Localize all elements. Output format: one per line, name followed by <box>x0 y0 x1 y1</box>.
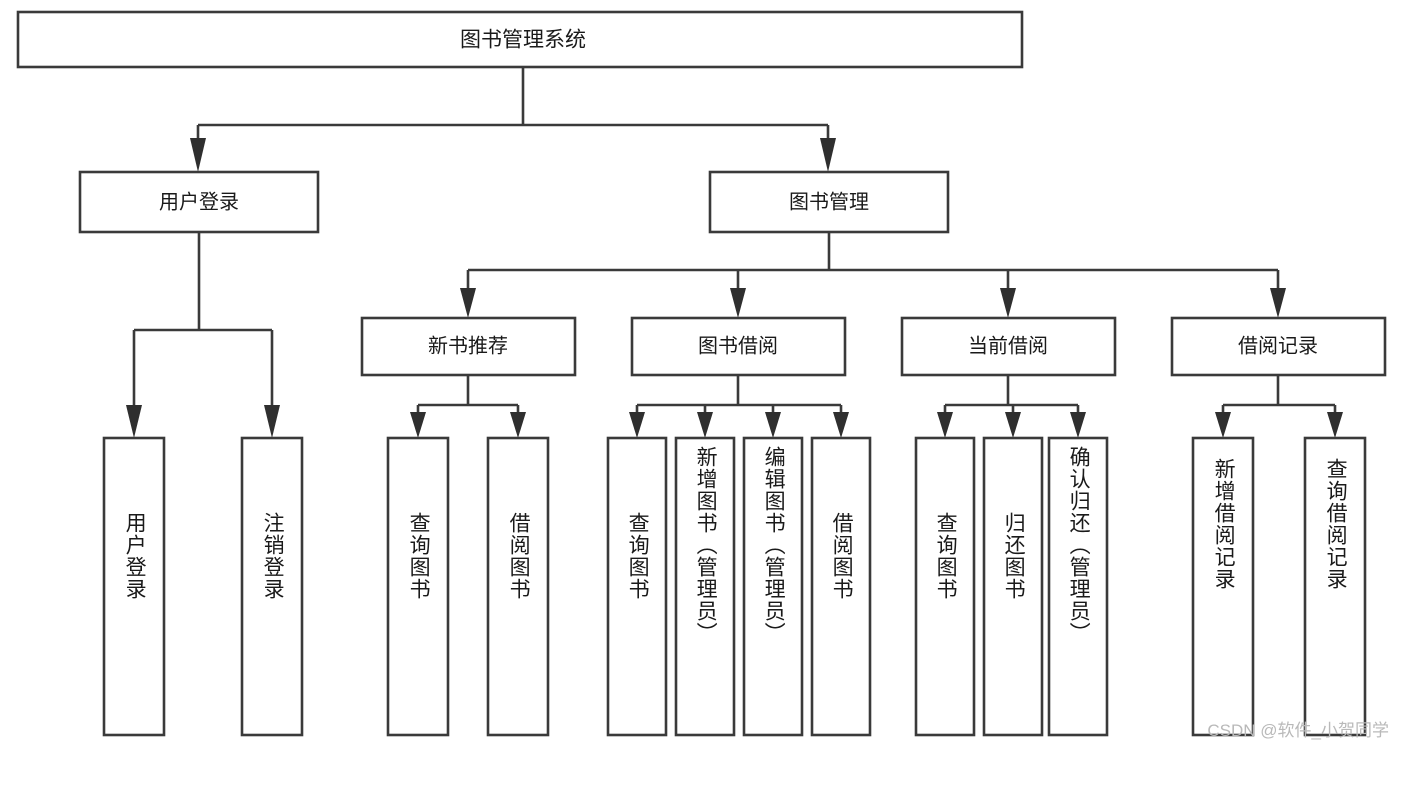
node-book-management[interactable]: 图书管理 <box>708 170 950 234</box>
diagram-canvas: 图书管理系统 用户登录 图书管理 新书推荐 图书借阅 当前借阅 借阅记录 <box>16 10 1389 740</box>
leaf-box-logout[interactable] <box>240 436 304 737</box>
node-user-login[interactable]: 用户登录 <box>78 170 320 234</box>
node-box <box>360 316 577 377</box>
leaf-box-return-book[interactable] <box>982 436 1044 737</box>
node-label: 当前借阅 <box>968 334 1048 357</box>
arrow-down-icon <box>1327 412 1343 438</box>
leaf-box-add-record[interactable] <box>1191 436 1255 737</box>
node-box <box>630 316 847 377</box>
connector-bookmgmt-to-level2 <box>460 232 1286 318</box>
node-label: 借阅记录 <box>1238 334 1318 357</box>
node-borrow-record[interactable]: 借阅记录 <box>1170 316 1387 377</box>
node-new-book-recommend[interactable]: 新书推荐 <box>360 316 577 377</box>
leaf-box-confirm-return-admin[interactable] <box>1047 436 1109 737</box>
watermark-text: CSDN @软件_小贺同学 <box>1207 721 1389 740</box>
node-book-borrow[interactable]: 图书借阅 <box>630 316 847 377</box>
leaf-box-query-book-bb[interactable] <box>606 436 668 737</box>
leaf-box-user-login[interactable] <box>102 436 166 737</box>
connector-newbook-to-leaves <box>410 375 526 438</box>
node-box <box>78 170 320 234</box>
arrow-down-icon <box>1000 288 1016 318</box>
leaf-box-query-book-nb[interactable] <box>386 436 450 737</box>
arrow-down-icon <box>126 405 142 438</box>
arrow-down-icon <box>730 288 746 318</box>
node-label: 图书管理 <box>789 190 869 213</box>
arrow-down-icon <box>264 405 280 438</box>
leaf-box-add-book-admin[interactable] <box>674 436 736 737</box>
node-root-system[interactable]: 图书管理系统 <box>16 10 1024 69</box>
node-box <box>900 316 1117 377</box>
leaf-box-borrow-book-nb[interactable] <box>486 436 550 737</box>
arrow-down-icon <box>697 412 713 438</box>
node-label: 图书借阅 <box>698 334 778 357</box>
node-label: 用户登录 <box>159 190 239 213</box>
arrow-down-icon <box>1005 412 1021 438</box>
node-box <box>1170 316 1387 377</box>
connector-userlogin-to-leaves <box>126 232 280 438</box>
node-box <box>16 10 1024 69</box>
flowchart-svg: 图书管理系统 用户登录 图书管理 新书推荐 图书借阅 当前借阅 借阅记录 <box>16 10 1387 737</box>
connector-current-to-leaves <box>937 375 1086 438</box>
leaf-box-query-record[interactable] <box>1303 436 1367 737</box>
node-box <box>708 170 950 234</box>
leaf-box-query-book-cb[interactable] <box>914 436 976 737</box>
arrow-down-icon <box>629 412 645 438</box>
node-label: 新书推荐 <box>428 334 508 357</box>
arrow-down-icon <box>937 412 953 438</box>
arrow-down-icon <box>510 412 526 438</box>
arrow-down-icon <box>1270 288 1286 318</box>
node-current-borrow[interactable]: 当前借阅 <box>900 316 1117 377</box>
arrow-down-icon <box>190 138 206 172</box>
connector-root-to-level1 <box>190 67 836 172</box>
leaf-box-edit-book-admin[interactable] <box>742 436 804 737</box>
arrow-down-icon <box>765 412 781 438</box>
arrow-down-icon <box>410 412 426 438</box>
connector-record-to-leaves <box>1215 375 1343 438</box>
leaf-box-borrow-book-bb[interactable] <box>810 436 872 737</box>
arrow-down-icon <box>820 138 836 172</box>
arrow-down-icon <box>1070 412 1086 438</box>
arrow-down-icon <box>1215 412 1231 438</box>
arrow-down-icon <box>833 412 849 438</box>
arrow-down-icon <box>460 288 476 318</box>
connector-borrow-to-leaves <box>629 375 849 438</box>
node-label: 图书管理系统 <box>460 29 586 52</box>
